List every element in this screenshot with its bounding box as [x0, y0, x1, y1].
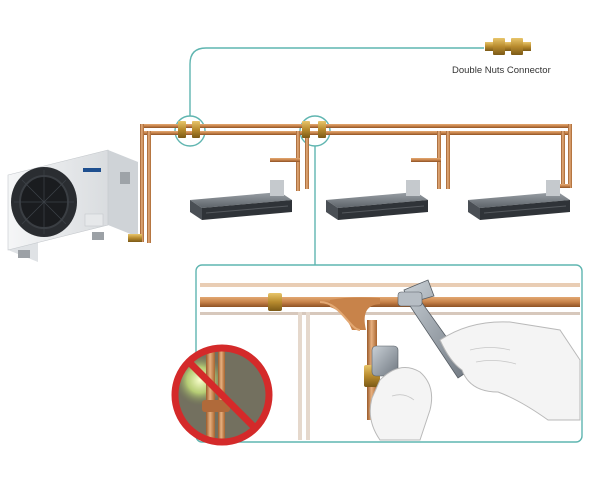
connector-label: Double Nuts Connector — [452, 65, 551, 76]
main-pipes — [140, 121, 572, 243]
indoor-unit-1 — [190, 180, 292, 220]
double-nuts-connector-icon — [485, 38, 531, 55]
detail-panel — [200, 279, 581, 441]
gloved-hand-icon — [369, 321, 581, 441]
brand-logo — [83, 168, 101, 172]
indoor-unit-3 — [468, 180, 570, 220]
prohibited-icon — [171, 344, 273, 446]
indoor-unit-2 — [326, 180, 428, 220]
outdoor-unit — [7, 149, 142, 262]
